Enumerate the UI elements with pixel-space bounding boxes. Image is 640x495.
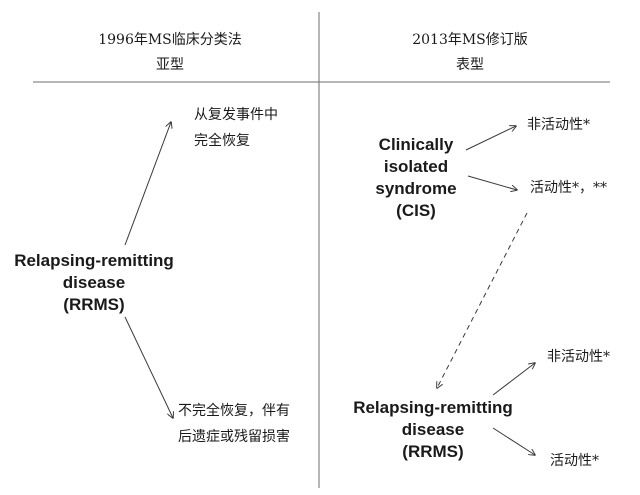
rrms-inactive-label: 非活动性* bbox=[547, 349, 610, 365]
partial-recovery-line1: 不完全恢复，伴有 bbox=[178, 403, 290, 419]
cis-line3: syndrome bbox=[375, 179, 457, 198]
left-header-title: 1996年MS临床分类法 bbox=[98, 32, 242, 48]
cis-active-label: 活动性*，** bbox=[530, 180, 607, 196]
full-recovery-label: 从复发事件中 完全恢复 bbox=[194, 102, 278, 154]
arrow-rrms-to-partial-recovery bbox=[124, 316, 173, 418]
right-rrms-line3: (RRMS) bbox=[402, 442, 464, 461]
left-header-subtitle: 亚型 bbox=[156, 57, 184, 73]
right-header-subtitle: 表型 bbox=[456, 57, 484, 73]
right-rrms-line2: disease bbox=[401, 420, 465, 439]
dashed-arrow-cis-to-rrms bbox=[437, 212, 528, 388]
arrow-rrms-to-full-recovery bbox=[124, 122, 171, 246]
cis-line2: isolated bbox=[383, 157, 449, 176]
left-rrms-line2: disease bbox=[62, 273, 126, 292]
cis-inactive-label: 非活动性* bbox=[527, 117, 590, 133]
left-rrms-label: Relapsing-remitting disease (RRMS) bbox=[0, 250, 188, 316]
left-rrms-line1: Relapsing-remitting bbox=[14, 251, 174, 270]
right-header-title: 2013年MS修订版 bbox=[412, 32, 528, 48]
cis-line4: (CIS) bbox=[396, 201, 436, 220]
arrow-rrms-to-inactive bbox=[492, 363, 535, 396]
arrow-rrms-to-active bbox=[492, 427, 535, 455]
cis-label: Clinically isolated syndrome (CIS) bbox=[356, 134, 476, 222]
arrow-cis-to-active bbox=[467, 175, 517, 190]
full-recovery-line1: 从复发事件中 bbox=[194, 107, 278, 123]
cis-line1: Clinically bbox=[378, 135, 454, 154]
arrow-cis-to-inactive bbox=[465, 126, 516, 151]
right-rrms-line1: Relapsing-remitting bbox=[353, 398, 513, 417]
partial-recovery-line2: 后遗症或残留损害 bbox=[178, 429, 290, 445]
left-rrms-line3: (RRMS) bbox=[63, 295, 125, 314]
right-rrms-label: Relapsing-remitting disease (RRMS) bbox=[336, 397, 530, 463]
partial-recovery-label: 不完全恢复，伴有 后遗症或残留损害 bbox=[178, 398, 290, 450]
rrms-active-label: 活动性* bbox=[550, 453, 599, 469]
full-recovery-line2: 完全恢复 bbox=[194, 133, 250, 149]
